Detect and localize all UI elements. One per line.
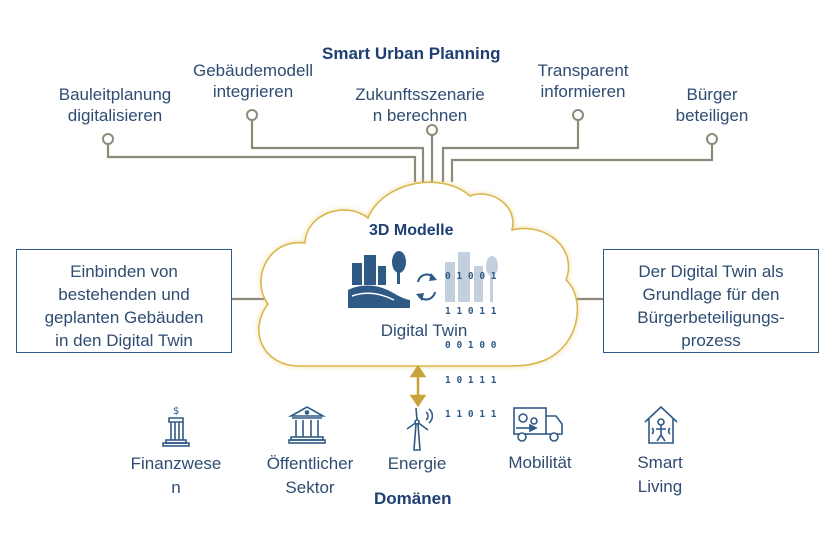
sync-arrows-icon <box>416 273 437 301</box>
cloud-subtitle: Digital Twin <box>380 321 468 340</box>
box-line: Einbinden von <box>70 262 178 281</box>
domain-line-1: Energie <box>387 454 447 473</box>
domain-line-2: Sektor <box>285 478 335 497</box>
city-skyline-icon <box>348 251 410 308</box>
double-arrow-icon <box>409 364 427 408</box>
domain-line-1: Finanzwese <box>130 454 222 473</box>
domain-mobilitaet: Mobilität <box>490 451 590 475</box>
label-line-2: informieren <box>540 82 626 101</box>
binary-line: 1 1 0 1 1 <box>445 409 497 420</box>
label-line-1: Gebäudemodell <box>192 61 314 80</box>
right-info-box: Der Digital Twin als Grundlage für den B… <box>603 249 819 353</box>
binary-line: 0 1 0 0 1 <box>445 271 497 282</box>
label-buerger-beteiligen: Bürger beteiligen <box>662 84 762 126</box>
box-line: prozess <box>681 331 741 350</box>
box-line: bestehenden und <box>58 285 190 304</box>
smart-urban-planning-title: Smart Urban Planning <box>322 44 501 63</box>
label-line-2: digitalisieren <box>67 106 163 125</box>
label-transparent-informieren: Transparent informieren <box>521 60 645 102</box>
svg-text:$: $ <box>173 406 179 417</box>
top-connector-lines <box>106 115 714 301</box>
label-bauleitplanung: Bauleitplanung digitalisieren <box>45 84 185 126</box>
domain-line-1: Öffentlicher <box>266 454 354 473</box>
connector-nodes <box>102 109 718 145</box>
box-line: Bürgerbeteiligungs- <box>637 308 785 327</box>
domain-line-1: Smart <box>637 453 683 472</box>
box-line: geplanten Gebäuden <box>44 308 204 327</box>
domain-finanzwesen: Finanzwese n <box>118 452 234 500</box>
label-line-2: n berechnen <box>372 106 468 125</box>
wind-turbine-icon <box>406 407 434 451</box>
box-line: in den Digital Twin <box>55 331 193 350</box>
domain-line-2: Living <box>637 477 683 496</box>
box-line: Der Digital Twin als <box>638 262 784 281</box>
label-line-1: Zukunftsszenarie <box>355 85 485 104</box>
domaenen-title: Domänen <box>374 489 452 508</box>
label-line-2: beteiligen <box>675 106 749 125</box>
domain-line-1: Mobilität <box>508 453 572 472</box>
label-line-1: Transparent <box>537 61 629 80</box>
smart-home-icon <box>644 405 678 444</box>
domain-energie: Energie <box>370 452 464 476</box>
label-gebaeudemodell: Gebäudemodell integrieren <box>186 60 320 102</box>
public-building-icon <box>287 406 327 444</box>
digital-city-icon <box>445 252 498 302</box>
label-line-1: Bürger <box>686 85 738 104</box>
binary-line: 0 0 1 0 0 <box>445 340 497 351</box>
cloud-shape <box>258 181 579 367</box>
domain-line-2: n <box>171 478 181 497</box>
bank-building-icon: $ <box>162 406 190 447</box>
binary-code: 0 1 0 0 1 1 1 0 1 1 0 0 1 0 0 1 0 1 1 1 … <box>445 248 496 432</box>
binary-line: 1 1 0 1 1 <box>445 305 497 317</box>
label-line-2: integrieren <box>212 82 294 101</box>
binary-line: 1 0 1 1 1 <box>445 374 497 386</box>
domain-oeffentlicher-sektor: Öffentlicher Sektor <box>252 452 368 500</box>
left-info-box: Einbinden von bestehenden und geplanten … <box>16 249 232 353</box>
label-line-1: Bauleitplanung <box>58 85 172 104</box>
delivery-truck-icon <box>513 407 563 442</box>
cloud-title: 3D Modelle <box>369 222 454 239</box>
box-line: Grundlage für den <box>642 285 780 304</box>
label-zukunftsszenarien: Zukunftsszenarie n berechnen <box>340 84 500 126</box>
domain-smart-living: Smart Living <box>610 451 710 499</box>
